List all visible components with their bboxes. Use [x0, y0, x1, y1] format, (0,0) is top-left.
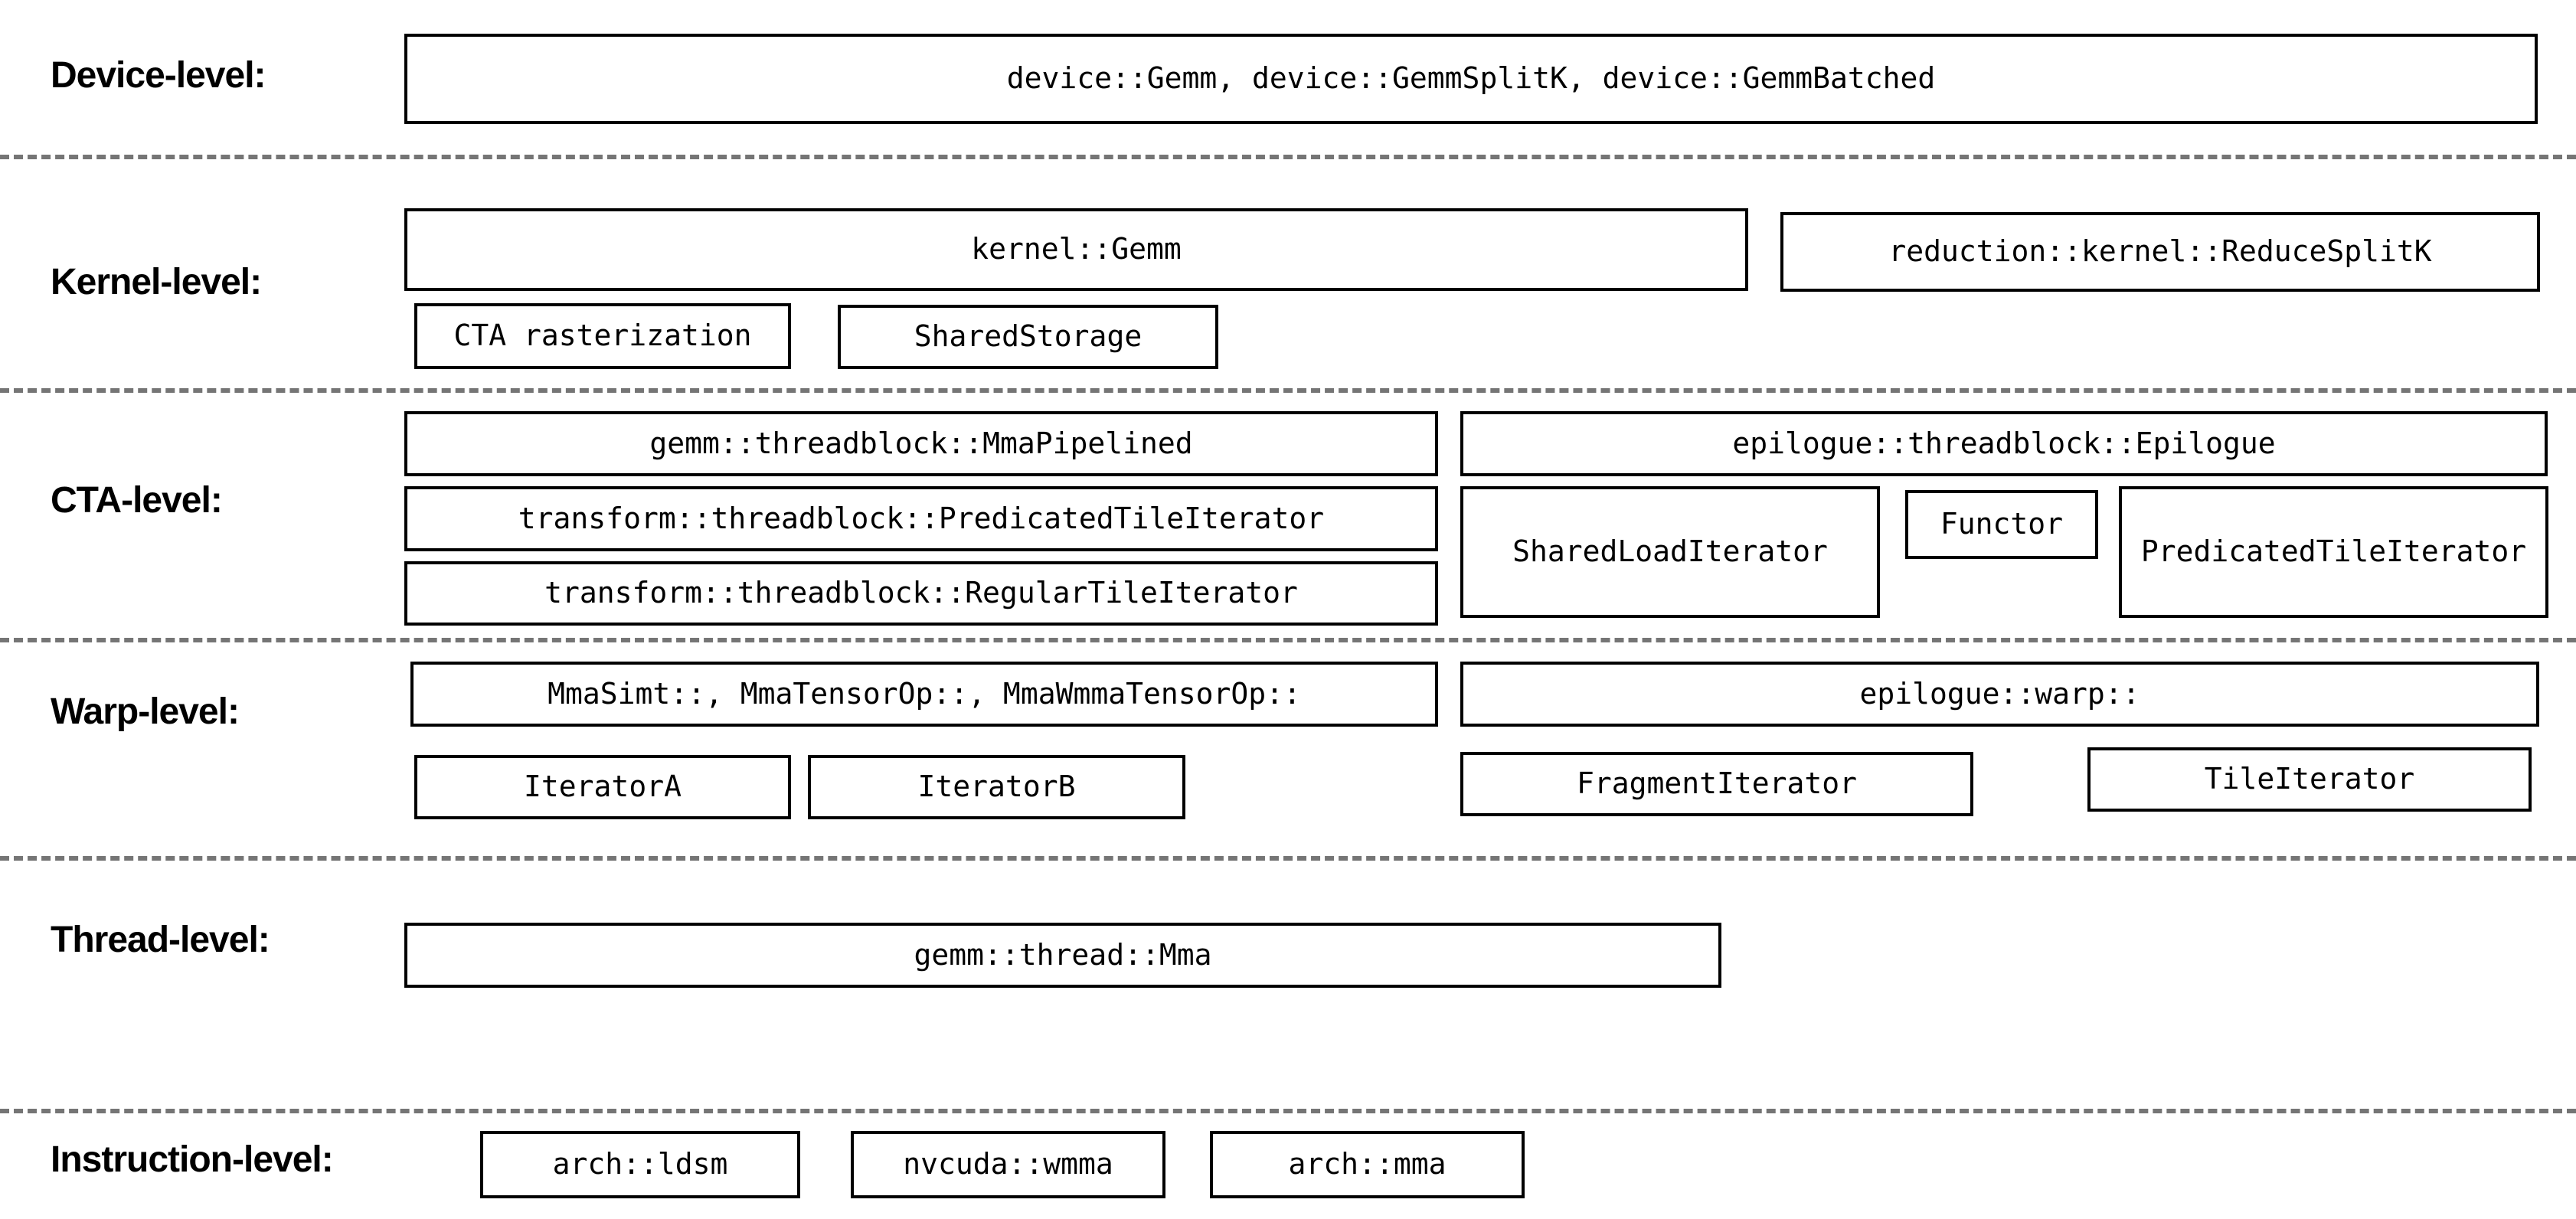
iterator-a-box: IteratorA	[414, 755, 791, 819]
reduce-splitk-box: reduction::kernel::ReduceSplitK	[1780, 212, 2540, 292]
fragment-iterator-box: FragmentIterator	[1460, 752, 1973, 816]
shared-load-iterator-box: SharedLoadIterator	[1460, 486, 1880, 618]
arch-ldsm-box: arch::ldsm	[480, 1131, 800, 1198]
epilogue-warp-box: epilogue::warp::	[1460, 662, 2539, 727]
cta-rasterization-box: CTA rasterization	[414, 303, 791, 369]
separator-cta-warp	[0, 638, 2576, 642]
separator-warp-thread	[0, 856, 2576, 861]
device-level-label: Device-level:	[51, 55, 266, 96]
regular-tile-iterator-box: transform::threadblock::RegularTileItera…	[404, 561, 1438, 626]
shared-storage-box: SharedStorage	[838, 305, 1218, 369]
predicated-tile-iterator-box: transform::threadblock::PredicatedTileIt…	[404, 486, 1438, 551]
thread-mma-box: gemm::thread::Mma	[404, 923, 1721, 988]
thread-level-label: Thread-level:	[51, 920, 270, 960]
separator-device-kernel	[0, 155, 2576, 159]
mma-pipelined-box: gemm::threadblock::MmaPipelined	[404, 411, 1438, 476]
kernel-gemm-box: kernel::Gemm	[404, 208, 1748, 291]
warp-mma-box: MmaSimt::, MmaTensorOp::, MmaWmmaTensorO…	[410, 662, 1438, 727]
epilogue-threadblock-box: epilogue::threadblock::Epilogue	[1460, 411, 2548, 476]
tile-iterator-box: TileIterator	[2087, 747, 2532, 812]
iterator-b-box: IteratorB	[808, 755, 1185, 819]
separator-thread-instruction	[0, 1109, 2576, 1113]
nvcuda-wmma-box: nvcuda::wmma	[851, 1131, 1165, 1198]
instruction-level-label: Instruction-level:	[51, 1139, 334, 1180]
cta-level-label: CTA-level:	[51, 480, 223, 521]
epilogue-predicated-tile-iterator-box: PredicatedTileIterator	[2119, 486, 2548, 618]
functor-box: Functor	[1905, 490, 2098, 559]
kernel-level-label: Kernel-level:	[51, 262, 262, 302]
device-gemm-box: device::Gemm, device::GemmSplitK, device…	[404, 34, 2538, 124]
separator-kernel-cta	[0, 388, 2576, 393]
arch-mma-box: arch::mma	[1210, 1131, 1525, 1198]
warp-level-label: Warp-level:	[51, 691, 240, 732]
